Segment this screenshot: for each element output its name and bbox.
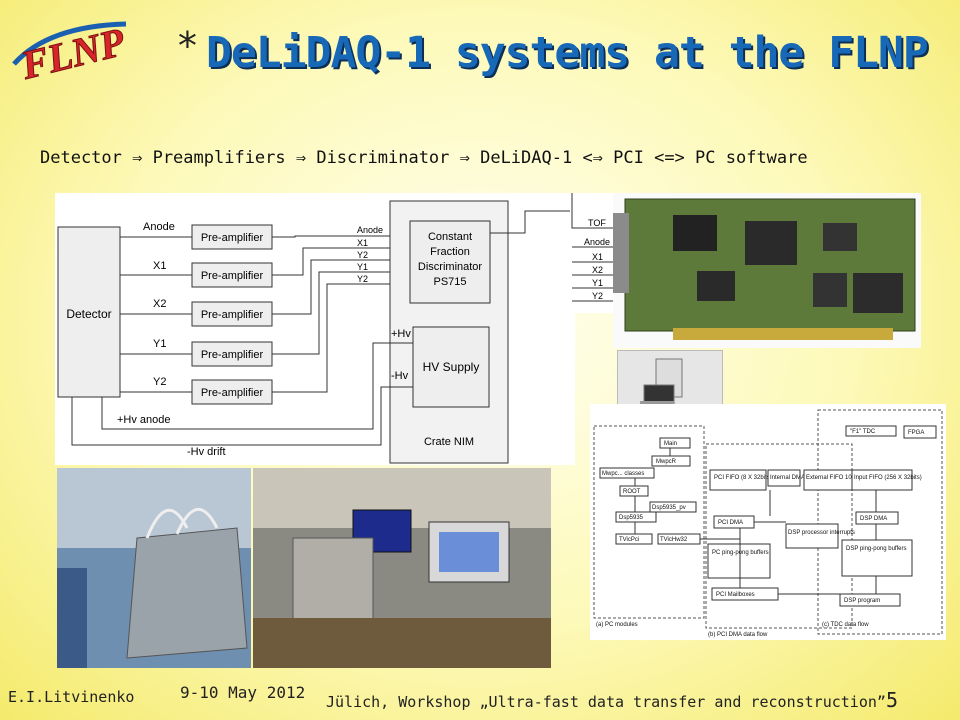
svg-text:PCI FIFO (8 X 32bits): PCI FIFO (8 X 32bits) [714, 475, 772, 481]
input-label: Y2 [153, 376, 166, 388]
slide-title: DeLiDAQ-1 systems at the FLNP [206, 28, 929, 78]
svg-text:Discriminator: Discriminator [418, 261, 483, 273]
input-label: X1 [153, 260, 166, 272]
svg-text:ROOT: ROOT [623, 489, 641, 495]
svg-text:+Hv anode: +Hv anode [117, 414, 171, 426]
svg-text:PS715: PS715 [433, 276, 466, 288]
svg-text:FPGA: FPGA [908, 430, 924, 436]
svg-text:PCI Mailboxes: PCI Mailboxes [716, 592, 755, 598]
title-bullet: * [176, 24, 199, 68]
svg-text:Y2: Y2 [357, 274, 368, 284]
preamp-label: Pre-amplifier [201, 349, 264, 361]
svg-text:-Hv: -Hv [391, 370, 409, 382]
svg-text:Input FIFO (256 X 32bits): Input FIFO (256 X 32bits) [854, 475, 922, 481]
pci-input-labels: TOF Anode X1 X2 Y1 Y2 [570, 193, 616, 313]
preamp-label: Pre-amplifier [201, 387, 264, 399]
svg-text:Mwpc... classes: Mwpc... classes [602, 471, 644, 477]
footer-date: 9-10 May 2012 [180, 683, 306, 702]
cfd-box [409, 220, 491, 304]
lab-setup-photo [253, 468, 551, 668]
svg-text:Main: Main [664, 441, 677, 447]
svg-text:Y1: Y1 [592, 278, 603, 288]
preamp-label: Pre-amplifier [201, 309, 264, 321]
detector-box [57, 226, 121, 398]
hv-supply-box [412, 326, 490, 408]
svg-text:(a) PC modules: (a) PC modules [596, 622, 638, 628]
svg-text:X1: X1 [357, 238, 368, 248]
preamp-group: Pre-amplifier Pre-amplifier Pre-amplifie… [191, 224, 273, 405]
svg-text:TVicPci: TVicPci [619, 537, 639, 543]
svg-text:DSP processor interrupts: DSP processor interrupts [788, 530, 855, 536]
svg-text:Constant: Constant [428, 231, 472, 243]
svg-text:Y1: Y1 [357, 262, 368, 272]
svg-text:Anode: Anode [584, 237, 610, 247]
signal-chain-text: Detector ⇒ Preamplifiers ⇒ Discriminator… [40, 148, 808, 168]
svg-text:-Hv drift: -Hv drift [187, 446, 226, 458]
svg-text:DSP ping-pong buffers: DSP ping-pong buffers [846, 546, 907, 552]
svg-text:Dsp5935: Dsp5935 [619, 515, 644, 521]
svg-text:External FIFO 1024 x 32bits: External FIFO 1024 x 32bits [806, 475, 881, 481]
svg-text:Fraction: Fraction [430, 246, 470, 258]
input-label: Y1 [153, 338, 166, 350]
preamp-label: Pre-amplifier [201, 270, 264, 282]
svg-text:TVicHw32: TVicHw32 [660, 537, 688, 543]
svg-text:Dsp5935_pv: Dsp5935_pv [652, 505, 686, 511]
svg-text:(c) TDC data flow: (c) TDC data flow [822, 622, 869, 628]
footer-venue: Jülich, Workshop „Ultra-fast data transf… [326, 693, 886, 711]
detector-photo [57, 468, 251, 668]
svg-text:MwpcR: MwpcR [656, 459, 677, 465]
svg-text:Anode: Anode [357, 225, 383, 235]
flnp-logo: FLNP [12, 18, 130, 86]
svg-text:Crate NIM: Crate NIM [424, 436, 474, 448]
preamp-label: Pre-amplifier [201, 232, 264, 244]
svg-text:DSP program: DSP program [844, 598, 880, 604]
svg-text:+Hv: +Hv [391, 328, 411, 340]
pci-card-photo [613, 193, 921, 348]
svg-text:DSP DMA: DSP DMA [860, 516, 887, 522]
svg-text:X1: X1 [592, 252, 603, 262]
input-label: Anode [143, 221, 175, 233]
page-number: 5 [886, 688, 899, 712]
svg-text:PCI DMA: PCI DMA [718, 520, 743, 526]
svg-text:Internal DMA: Internal DMA [770, 475, 805, 481]
svg-text:HV Supply: HV Supply [423, 360, 480, 374]
svg-text:Y2: Y2 [592, 291, 603, 301]
svg-text:(b) PCI DMA data flow: (b) PCI DMA data flow [708, 632, 768, 638]
svg-text:X2: X2 [592, 265, 603, 275]
svg-text:TOF: TOF [588, 218, 606, 228]
footer-author: E.I.Litvinenko [8, 688, 135, 706]
input-label: X2 [153, 298, 166, 310]
svg-text:"F1" TDC: "F1" TDC [850, 429, 876, 435]
detector-label: Detector [66, 307, 111, 321]
electronics-schematic: Detector Pre-amplifier Pre-amplifier Pre… [55, 193, 575, 465]
data-flow-diagram: Main MwpcR Mwpc... classes ROOT Dsp5935_… [590, 404, 946, 640]
svg-text:Y2: Y2 [357, 250, 368, 260]
